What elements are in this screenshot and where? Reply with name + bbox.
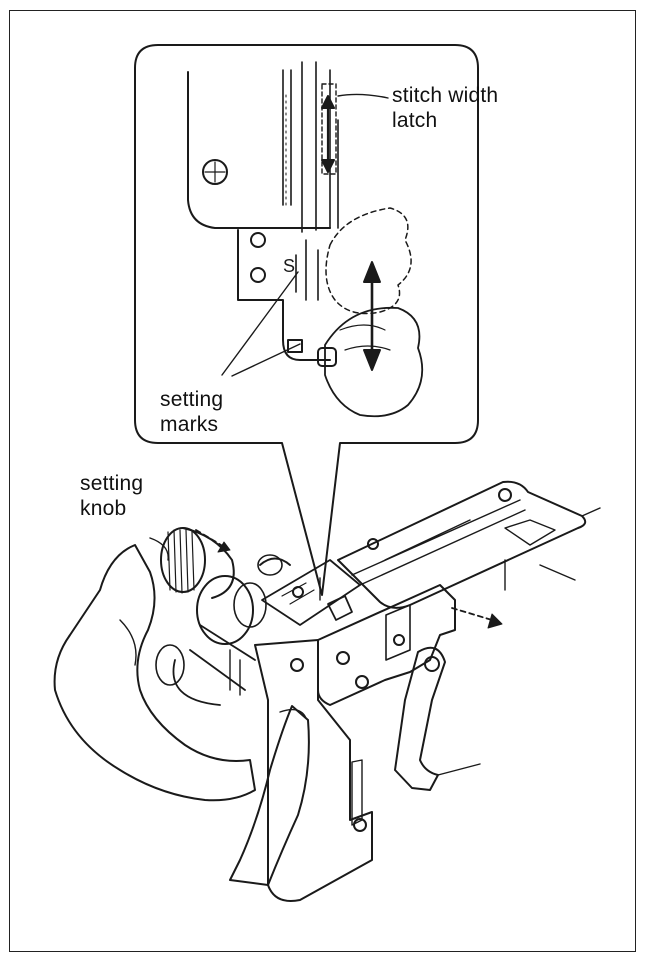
setting-marks-label: setting marks xyxy=(160,388,224,436)
detail-machine-body xyxy=(187,61,389,377)
setting-mark-letter: S xyxy=(283,256,295,276)
figure-frame xyxy=(9,10,636,952)
detail-hand xyxy=(324,306,424,418)
setting-knob xyxy=(155,527,291,706)
setting-knob-label: setting knob xyxy=(80,472,144,520)
left-hand xyxy=(53,544,256,802)
setting-mark-leader xyxy=(221,271,299,376)
hand-ghost xyxy=(325,207,412,315)
handle-plate xyxy=(254,639,373,902)
right-hand xyxy=(229,705,310,886)
detail-screw xyxy=(202,159,228,185)
needle-plate xyxy=(337,480,587,609)
stitch-width-latch-label: stitch width latch xyxy=(392,84,499,132)
looper-arm xyxy=(394,646,446,791)
detail-screw xyxy=(250,267,266,283)
callout-bubble xyxy=(134,44,479,596)
latch-block xyxy=(327,595,353,621)
detail-screw xyxy=(250,232,266,248)
